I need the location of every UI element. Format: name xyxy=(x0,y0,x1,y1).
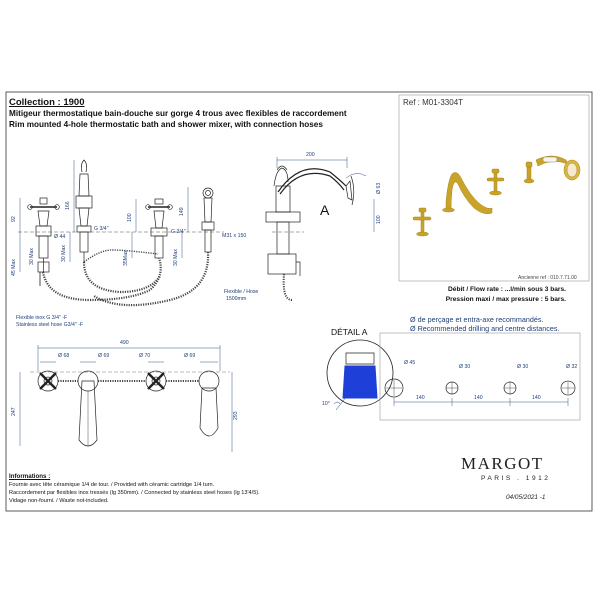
side-dim-200: 200 xyxy=(306,152,315,158)
side-dim-phi63: Ø 63 xyxy=(376,182,382,194)
hole-spacing-2: 140 xyxy=(474,395,483,401)
hole-diameter-4: Ø 32 xyxy=(566,364,578,370)
drilling-note-en: Ø Recommended drilling and centre distan… xyxy=(410,324,560,333)
collection-title: Collection : 1900 xyxy=(9,97,85,108)
detail-angle: 10° xyxy=(322,401,330,407)
product-photo-frame xyxy=(398,94,590,282)
spout xyxy=(445,172,493,215)
info-line-2: Raccordement par flexibles inox tressés … xyxy=(9,490,260,496)
front-dim-149: 149 xyxy=(179,207,185,216)
front-dim-30max-c: 30 Max xyxy=(173,248,179,266)
front-spout-valve xyxy=(75,159,93,262)
top-dim-phi70: Ø 70 xyxy=(139,353,151,359)
brand-tagline: PARIS . 1912 xyxy=(481,475,551,482)
sheet-border xyxy=(5,91,593,512)
front-dim-35max: 35Max xyxy=(123,250,129,266)
front-dim-phi44: Ø 44 xyxy=(54,234,66,240)
front-dim-g34-a: G 3/4" xyxy=(94,226,109,232)
front-dim-g34-b: G 3/4" xyxy=(171,229,186,235)
detail-a-marker: A xyxy=(320,202,330,218)
drilling-box xyxy=(379,332,581,421)
hole-spacing-1: 140 xyxy=(416,395,425,401)
top-dim-phi68: Ø 68 xyxy=(58,353,70,359)
top-dim-247: 247 xyxy=(11,407,17,416)
front-dim-92: 92 xyxy=(11,216,17,222)
side-view xyxy=(265,165,355,301)
hose-label: Flexible / Hose xyxy=(224,289,259,295)
shower-holder xyxy=(523,161,535,184)
top-dim-293: 293 xyxy=(233,411,239,420)
detail-a-label: DÉTAIL A xyxy=(331,327,368,337)
hole-diameter-1: Ø 45 xyxy=(404,360,416,366)
hole-diameter-2: Ø 30 xyxy=(459,364,471,370)
info-line-3: Vidage non-fourni. / Waste not-included. xyxy=(9,498,109,504)
detail-a xyxy=(326,339,394,411)
hole-diameter-3: Ø 30 xyxy=(517,364,529,370)
drilling-note-fr: Ø de perçage et entra-axe recommandés. xyxy=(410,315,544,324)
top-view-dimensions xyxy=(19,345,233,452)
drilling-layout xyxy=(384,378,576,398)
front-dim-100: 100 xyxy=(127,213,133,222)
front-hand-shower xyxy=(201,187,215,253)
top-dim-phi69-a: Ø 69 xyxy=(98,353,110,359)
product-photo xyxy=(412,155,581,237)
hose-length: 1500mm xyxy=(226,296,247,302)
flex-label-en: Stainless steel hose G3/4" -F xyxy=(16,322,84,328)
front-view-dimensions xyxy=(19,160,189,272)
side-dim-100: 100 xyxy=(376,215,382,224)
front-dim-m31: M31 x 150 xyxy=(222,233,247,239)
flow-rate-spec: Débit / Flow rate : ...l/min sous 3 bars… xyxy=(448,286,566,293)
hand-shower xyxy=(535,155,581,181)
product-title-en: Rim mounted 4-hole thermostatic bath and… xyxy=(9,120,323,129)
hole-spacing-3: 140 xyxy=(532,395,541,401)
product-title-fr: Mitigeur thermostatique bain-douche sur … xyxy=(9,109,347,118)
previous-reference: Ancienne ref : 010.7.71.00 xyxy=(518,275,577,281)
info-line-1: Fournie avec tête céramique 1/4 de tour.… xyxy=(9,482,215,488)
front-dim-166: 166 xyxy=(65,201,71,210)
pressure-spec: Pression maxi / max pressure : 5 bars. xyxy=(445,296,566,303)
front-dim-30max-a: 30 Max xyxy=(29,247,35,265)
drilling-dimensions xyxy=(393,398,569,406)
product-reference: Ref : M01-3304T xyxy=(403,98,464,107)
front-center-valve xyxy=(145,198,173,259)
brand-logo: MARGOT xyxy=(461,454,544,473)
flex-label-fr: Flexible inox G 3/4" -F xyxy=(16,315,68,321)
front-dim-45max: 45 Max xyxy=(11,258,17,276)
side-view-dimensions xyxy=(276,157,375,232)
front-view xyxy=(18,159,224,307)
top-view xyxy=(30,370,230,447)
front-dim-30max-b: 30 Max xyxy=(61,244,67,262)
center-cross-handle xyxy=(486,168,505,196)
document-date: 04/05/2021 -1 xyxy=(506,494,546,501)
top-dim-phi69-b: Ø 69 xyxy=(184,353,196,359)
top-dim-490: 490 xyxy=(120,340,129,346)
informations-heading: Informations : xyxy=(9,473,51,480)
left-cross-handle xyxy=(412,207,432,237)
